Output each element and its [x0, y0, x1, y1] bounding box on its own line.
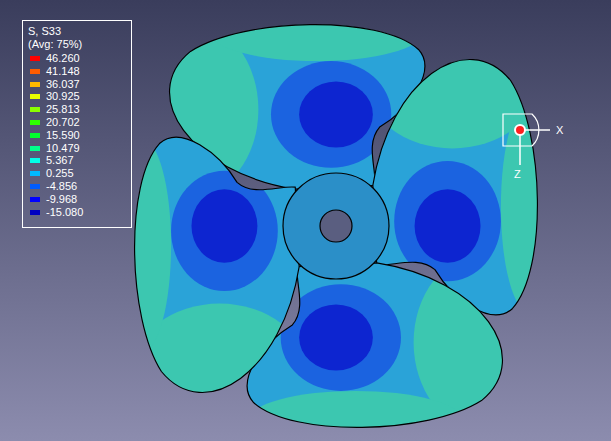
legend-subtitle: (Avg: 75%): [28, 38, 82, 50]
legend-swatch: [30, 171, 40, 176]
legend-value: -15.080: [46, 206, 83, 218]
axis-label: X: [556, 124, 563, 136]
legend-value: 15.590: [46, 129, 80, 141]
legend-value: 25.813: [46, 103, 80, 115]
legend-swatch: [30, 120, 40, 125]
legend-value: 46.260: [46, 52, 80, 64]
legend-value: 20.702: [46, 116, 80, 128]
legend-swatch: [30, 146, 40, 151]
legend-swatch: [30, 197, 40, 202]
legend-title: S, S33: [28, 25, 61, 37]
blade: [113, 137, 307, 439]
legend-swatch: [30, 69, 40, 74]
legend-swatch: [30, 184, 40, 189]
legend-value: 30.925: [46, 90, 80, 102]
legend-swatch: [30, 107, 40, 112]
legend-value: -9.968: [46, 193, 77, 205]
legend-swatch: [30, 94, 40, 99]
legend-value: 36.037: [46, 78, 80, 90]
legend-value: 0.255: [46, 167, 74, 179]
legend-swatch: [30, 133, 40, 138]
hub: [283, 173, 389, 279]
legend-swatch: [30, 210, 40, 215]
axis-label: Z: [514, 168, 521, 180]
legend-value: 10.479: [46, 142, 80, 154]
hub-bore: [320, 210, 352, 242]
legend-swatch: [30, 82, 40, 87]
axis-triad: [503, 114, 550, 165]
legend-value: 41.148: [46, 65, 80, 77]
legend-value: 5.367: [46, 154, 74, 166]
legend-swatch: [30, 158, 40, 163]
legend-value: -4.856: [46, 180, 77, 192]
legend-swatch: [30, 56, 40, 61]
